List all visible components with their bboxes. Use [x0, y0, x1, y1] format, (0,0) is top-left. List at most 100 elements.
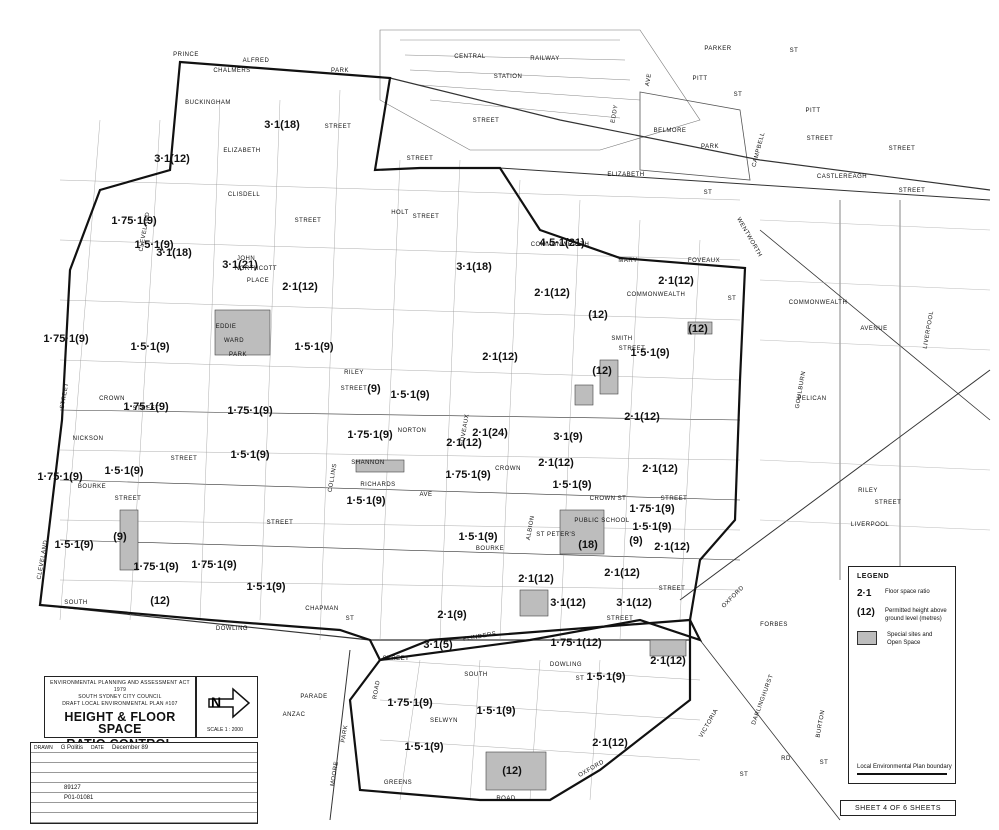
sheet-number: SHEET 4 OF 6 SHEETS — [840, 800, 956, 816]
zone-label: (12) — [688, 323, 708, 335]
street-label: BURTON — [816, 709, 827, 738]
street-label: PITT — [806, 108, 821, 114]
street-label: ST — [346, 616, 355, 622]
zone-labels: 3·1(18)3·1(12)3·1(18)3·1(21)1·75·1(9)1·5… — [37, 119, 708, 777]
street-label: ELIZABETH — [607, 172, 644, 178]
street-label: NORTHCOTT — [235, 266, 277, 272]
zone-label: 1·5·1(9) — [230, 449, 269, 461]
street-label: STREET — [899, 188, 926, 194]
street-label: EDDIE — [216, 324, 237, 330]
street-label: WARD — [224, 338, 244, 344]
legend-height-desc: Permitted height above ground level (met… — [885, 608, 947, 622]
zone-label: 1·75·1(9) — [445, 469, 491, 481]
street-label: VICTORIA — [698, 708, 719, 739]
file-row: 89127 — [31, 783, 257, 793]
blank-row — [31, 813, 257, 823]
street-label: JOHN — [237, 256, 255, 262]
legend-boundary-desc: Local Environmental Plan boundary — [857, 764, 952, 770]
street-label: ST PETER'S — [536, 532, 575, 538]
zone-label: 1·75·1(9) — [111, 215, 157, 227]
zone-label: 1·5·1(9) — [586, 671, 625, 683]
street-label: OXFORD — [721, 585, 746, 610]
legend-boundary-line — [857, 773, 947, 775]
street-label: BELMORE — [654, 128, 687, 134]
zone-label: 1·5·1(9) — [476, 705, 515, 717]
street-label: STREET — [875, 500, 902, 506]
street-label: ST — [820, 760, 829, 766]
legend-height-symbol: (12) — [857, 607, 875, 618]
zone-label: 1·5·1(9) — [630, 347, 669, 359]
date-label: DATE — [91, 744, 105, 751]
street-label: PARKER — [704, 46, 731, 52]
zone-label: 1·75·1(9) — [387, 697, 433, 709]
zone-label: 2·1(12) — [446, 437, 482, 449]
zone-label: 1·75·1(12) — [550, 637, 602, 649]
street-label: DOWLING — [550, 662, 582, 668]
zone-label: 1·5·1(9) — [346, 495, 385, 507]
zone-label: 1·5·1(9) — [104, 465, 143, 477]
zone-label: (9) — [113, 531, 127, 543]
title-line-1: HEIGHT & FLOOR SPACE — [64, 710, 176, 736]
street-label: ANZAC — [283, 712, 306, 718]
street-label: ST — [704, 190, 713, 196]
zone-label: 1·5·1(9) — [458, 531, 497, 543]
street-label: SHANNON — [351, 460, 385, 466]
street-label: LIVERPOOL — [851, 522, 890, 528]
street-label: ROAD — [372, 680, 381, 700]
street-label: PITT — [693, 76, 708, 82]
title-block: ENVIRONMENTAL PLANNING AND ASSESSMENT AC… — [44, 676, 196, 750]
street-label: STREET — [341, 386, 368, 392]
plan-line: DRAFT LOCAL ENVIRONMENTAL PLAN #107 — [62, 701, 178, 707]
zone-label: 2·1(24) — [472, 427, 508, 439]
zone-label: (12) — [150, 595, 170, 607]
street-label: GOULBURN — [795, 371, 808, 409]
street-label: STREET — [171, 456, 198, 462]
street-label: PARK — [701, 144, 719, 150]
street-label: SMITH — [611, 336, 632, 342]
street-label: PARK — [341, 724, 350, 743]
street-label: PRINCE — [173, 52, 199, 58]
street-label: DOWLING — [216, 626, 248, 632]
street-grid — [39, 29, 991, 821]
legend-special-swatch — [857, 631, 877, 645]
street-label: PARK — [331, 68, 349, 74]
zone-label: 2·1(12) — [658, 275, 694, 287]
street-label: CROWN ST — [590, 496, 627, 502]
blank-row — [31, 803, 257, 813]
street-label: FORBES — [760, 622, 788, 628]
street-label: COMMONWEALTH — [531, 242, 590, 248]
street-label: STREET — [807, 136, 834, 142]
legend-special: Special sites and Open Space — [857, 631, 947, 647]
zone-label: 1·5·1(9) — [552, 479, 591, 491]
zone-label: 2·1(12) — [518, 573, 554, 585]
zone-label: 1·5·1(9) — [632, 521, 671, 533]
zone-label: 1·75·1(9) — [191, 559, 237, 571]
zone-label: 2·1(12) — [654, 541, 690, 553]
zone-label: (12) — [502, 765, 522, 777]
zone-label: (18) — [578, 539, 598, 551]
scale-text: SCALE 1 : 2000 — [207, 727, 243, 733]
street-label: FOVEAUX — [459, 413, 470, 446]
street-label: EDDY — [610, 104, 619, 123]
street-label: WENTWORTH — [735, 217, 763, 259]
details-block: DRAWN G Politis DATE December 89 89127 P… — [30, 742, 258, 824]
zone-label: 3·1(21) — [222, 259, 258, 271]
street-label: RILEY — [344, 370, 364, 376]
street-label: CHALMERS — [213, 68, 250, 74]
legend-fsr: 2·1 Floor space ratio — [857, 588, 947, 599]
zone-label: 3·1(5) — [423, 639, 453, 651]
street-label: SELWYN — [430, 718, 458, 724]
drawn-label: DRAWN — [34, 744, 53, 751]
street-label: STREET — [661, 496, 688, 502]
zone-label: 1·75·1(9) — [123, 401, 169, 413]
zone-label: 1·75·1(9) — [133, 561, 179, 573]
street-label: CROWN — [99, 396, 125, 402]
street-label: CHAPMAN — [305, 606, 339, 612]
street-label: ST — [740, 772, 749, 778]
street-label: AVE — [645, 73, 653, 87]
legend-height: (12) Permitted height above ground level… — [857, 607, 947, 623]
zone-label: 2·1(12) — [650, 655, 686, 667]
street-label: STATION — [494, 74, 523, 80]
zone-label: 1·75·1(9) — [347, 429, 393, 441]
